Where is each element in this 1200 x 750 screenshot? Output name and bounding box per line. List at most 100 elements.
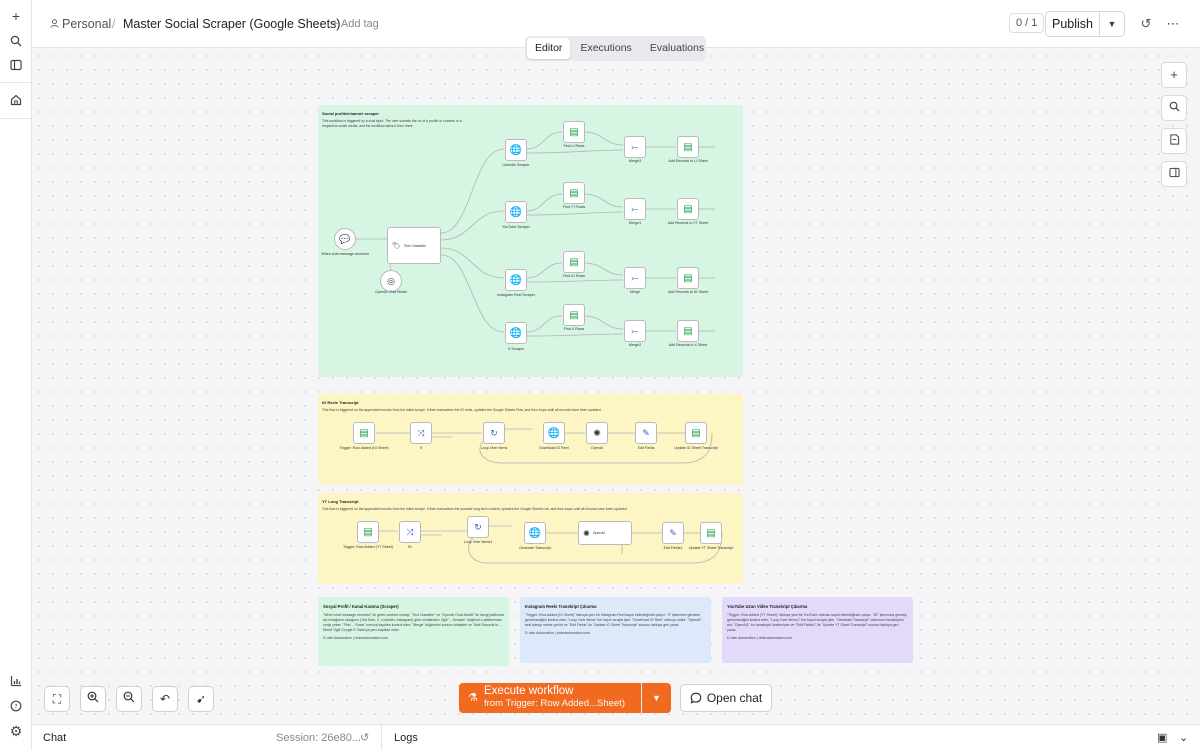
chevron-down-icon[interactable]: ▼ — [1107, 19, 1117, 29]
yt-edit-fields1-node[interactable]: ✎ — [662, 522, 684, 544]
tab-executions[interactable]: Executions — [580, 42, 632, 54]
openai-chat-model-node[interactable]: ◎ — [380, 270, 402, 292]
node-label: Update IG Sheet Transcript — [674, 446, 718, 450]
yt-if1-node[interactable]: ⤨ — [399, 521, 421, 543]
merge1-node[interactable]: ⤚ — [624, 198, 646, 220]
search-nodes-icon[interactable] — [1161, 95, 1187, 121]
sticky-description: "Trigger: Row Added (YT Sheet)" tabloya … — [727, 613, 907, 632]
zoom-in-icon[interactable] — [80, 686, 106, 712]
ig-edit-fields-node[interactable]: ✎ — [635, 422, 657, 444]
settings-gear-icon[interactable]: ⚙ — [9, 722, 23, 739]
ig-trigger-node[interactable]: ▤ — [353, 422, 375, 444]
mode-tabs: Editor Executions Evaluations — [525, 36, 706, 61]
node-label: Find YT Rows — [562, 205, 586, 209]
sticky-footer-link[interactable]: D-mim Automation | dmimautomation.com — [525, 631, 591, 635]
youtube-scraper-node[interactable]: 🌐 — [505, 201, 527, 223]
node-label: LinkedIn Scraper — [502, 163, 530, 167]
execute-workflow-button[interactable]: ⚗ Execute workflow from Trigger: Row Add… — [459, 683, 641, 713]
merge2-node[interactable]: ⤚ — [624, 320, 646, 342]
home-icon[interactable] — [6, 90, 26, 110]
ig-openai-node[interactable]: ✺ — [586, 422, 608, 444]
text-classifier-node[interactable]: 🏷 Text Classifier — [387, 227, 441, 264]
tidy-up-icon[interactable]: ➹ — [188, 686, 214, 712]
pop-out-icon[interactable]: ▣ — [1157, 732, 1168, 744]
insights-icon[interactable] — [6, 671, 26, 691]
merge3-node[interactable]: ⤚ — [624, 136, 646, 158]
node-label: Download IG Reel — [539, 446, 569, 450]
sticky-note-tr-ig[interactable]: Instagram Reels Transkript Çıkarma "Trig… — [520, 597, 711, 663]
node-label: Find X Rows — [563, 327, 585, 331]
execute-subtitle: from Trigger: Row Added...Sheet) — [484, 698, 625, 709]
find-li-rows-node[interactable]: ▤ — [563, 121, 585, 143]
sticky-note-tr-yt[interactable]: YouTube Uzun Video Transkript Çıkarma "T… — [722, 597, 913, 663]
yt-trigger-node[interactable]: ▤ — [357, 521, 379, 543]
flask-icon: ⚗ — [468, 692, 478, 704]
logs-panel-label[interactable]: Logs — [394, 732, 418, 744]
workflow-canvas[interactable]: Social profile/channel scraper This work… — [32, 49, 1200, 724]
add-node-icon[interactable]: + — [1161, 62, 1187, 88]
tab-evaluations[interactable]: Evaluations — [649, 42, 705, 54]
chat-panel-label[interactable]: Chat — [43, 732, 67, 744]
find-ig-rows-node[interactable]: ▤ — [563, 251, 585, 273]
ig-download-node[interactable]: 🌐 — [543, 422, 565, 444]
merge-node[interactable]: ⤚ — [624, 267, 646, 289]
add-records-ig-node[interactable]: ▤ — [677, 267, 699, 289]
undo-icon[interactable]: ↶ — [152, 686, 178, 712]
instagram-scraper-node[interactable]: 🌐 — [505, 269, 527, 291]
node-label: Instagram Reel Scraper — [497, 293, 535, 297]
sticky-title: YT Long Transcript — [322, 499, 359, 504]
add-tag-button[interactable]: + Add tag — [332, 18, 379, 30]
fit-view-icon[interactable]: ⛶ — [44, 686, 70, 712]
x-scraper-node[interactable]: 🌐 — [505, 322, 527, 344]
add-icon[interactable]: + — [11, 8, 21, 24]
yt-generate-transcript-node[interactable]: 🌐 — [524, 522, 546, 544]
yt-loop1-node[interactable]: ↻ — [467, 516, 489, 538]
panel-toggle-icon[interactable] — [1161, 161, 1187, 187]
add-records-li-node[interactable]: ▤ — [677, 136, 699, 158]
add-records-yt-node[interactable]: ▤ — [677, 198, 699, 220]
node-label: Edit Fields — [637, 446, 655, 450]
help-icon[interactable]: ? — [6, 696, 26, 716]
workflow-title[interactable]: Master Social Scraper (Google Sheets) — [123, 17, 341, 31]
find-x-rows-node[interactable]: ▤ — [563, 304, 585, 326]
sticky-description: This workflow is triggered by a chat inp… — [322, 119, 462, 128]
breadcrumb-project[interactable]: Personal — [62, 17, 112, 31]
ig-update-sheet-node[interactable]: ▤ — [685, 422, 707, 444]
node-label: Trigger: Row Added (IG Sheet) — [339, 446, 389, 450]
chat-trigger-node[interactable]: 💬 — [334, 228, 356, 250]
history-icon[interactable]: ↺ — [1140, 16, 1152, 31]
add-records-x-node[interactable]: ▤ — [677, 320, 699, 342]
session-id: Session: 26e80... — [276, 732, 362, 744]
ig-loop-node[interactable]: ↻ — [483, 422, 505, 444]
ig-if-node[interactable]: ⤨ — [410, 422, 432, 444]
sticky-note-icon[interactable] — [1161, 128, 1187, 154]
sticky-footer-link[interactable]: D-mim Automation | dmimautomation.com — [727, 636, 793, 640]
sticky-note-ig-reels[interactable]: IG Reels Transcript This flow is trigger… — [318, 394, 743, 485]
version-counter: 0 / 1 — [1009, 13, 1045, 33]
node-label: Add Records to IG Sheet — [668, 290, 708, 294]
collapse-chevron-icon[interactable]: ⌄ — [1179, 732, 1189, 744]
open-chat-button[interactable]: Open chat — [680, 684, 772, 712]
left-rail: + ? ⚙ — [0, 0, 32, 750]
linkedin-scraper-node[interactable]: 🌐 — [505, 139, 527, 161]
node-label: Loop Over Items1 — [463, 540, 493, 544]
node-connections — [356, 131, 723, 564]
sticky-note-tr-social[interactable]: Sosyal Profil / Kanal Kazıma (Scraper) "… — [318, 597, 509, 666]
yt-update-sheet-node[interactable]: ▤ — [700, 522, 722, 544]
sticky-footer-link[interactable]: D-mim Automation | dmimautomation.com — [323, 636, 389, 640]
execute-options-chevron-icon[interactable]: ▼ — [642, 683, 671, 713]
reset-session-icon[interactable]: ↺ — [360, 732, 370, 744]
top-header: Personal / Master Social Scraper (Google… — [32, 0, 1200, 48]
publish-button[interactable]: Publish — [1046, 12, 1100, 36]
breadcrumb-separator: / — [112, 17, 116, 31]
find-yt-rows-node[interactable]: ▤ — [563, 182, 585, 204]
more-options-icon[interactable]: ⋯ — [1166, 16, 1180, 31]
yt-openai-node[interactable]: ✺ OpenAI — [578, 521, 632, 545]
tag-icon: 🏷 — [392, 242, 401, 250]
chat-bubble-icon — [690, 692, 702, 704]
tab-editor[interactable]: Editor — [527, 38, 571, 59]
zoom-out-icon[interactable] — [116, 686, 142, 712]
sidebar-toggle-icon[interactable] — [6, 55, 26, 75]
search-icon[interactable] — [6, 31, 26, 51]
node-label: Merge2 — [628, 343, 642, 347]
